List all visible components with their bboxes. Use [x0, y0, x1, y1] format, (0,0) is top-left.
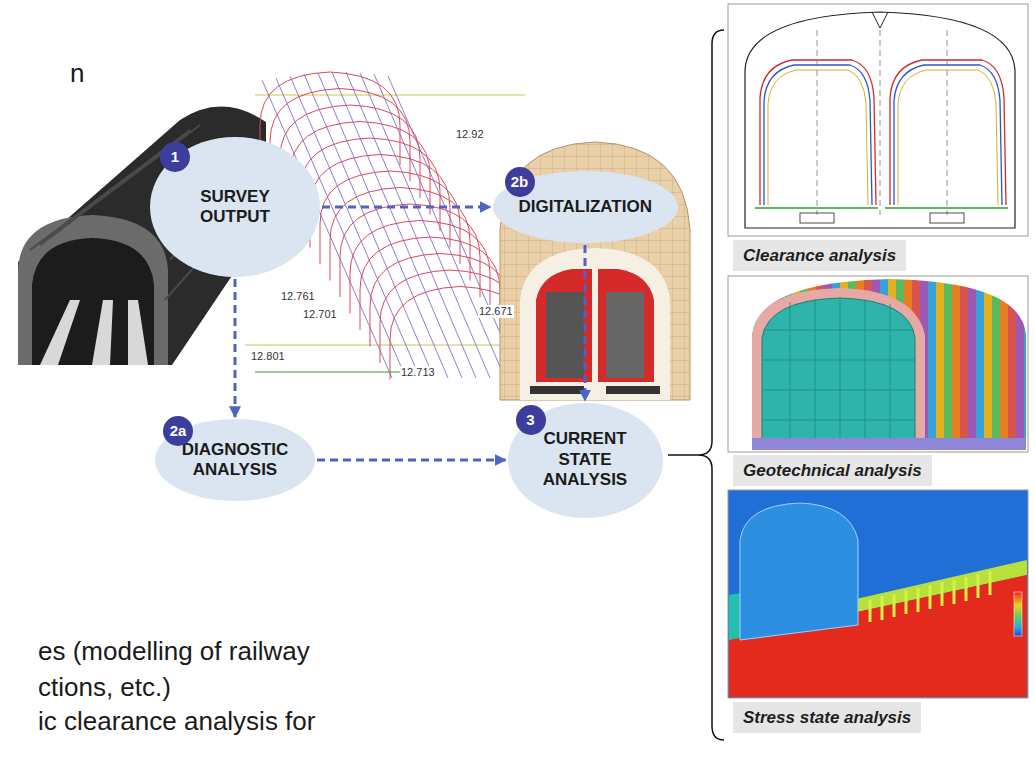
- survey-value: 12.701: [302, 308, 338, 321]
- lining-front: [752, 288, 925, 450]
- process-ellipse: 2aDIAGNOSTIC ANALYSIS: [155, 419, 315, 501]
- caption-box: Geotechnical analysis: [733, 455, 932, 486]
- panel-frame: [728, 4, 1028, 236]
- geotechnical-model: [728, 276, 1028, 452]
- track: [92, 300, 113, 365]
- sleeper: [800, 213, 834, 223]
- tunnel-face: [762, 298, 915, 448]
- color-scale: [1014, 592, 1022, 636]
- callout-number: 3: [516, 405, 546, 435]
- slide-text: n: [70, 58, 84, 89]
- sleeper: [930, 213, 964, 223]
- train-block: [546, 292, 584, 378]
- process-ellipse: 3CURRENT STATE ANALYSIS: [508, 403, 663, 518]
- node-label: SURVEY OUTPUT: [174, 187, 296, 228]
- survey-value: 12.761: [280, 290, 316, 303]
- callout-number: 1: [160, 142, 190, 172]
- track-centerline: [817, 30, 947, 215]
- rail-base: [606, 386, 660, 394]
- survey-value: 12.92: [455, 128, 485, 141]
- node-label: DIAGNOSTIC ANALYSIS: [178, 440, 293, 481]
- clearance-profile: [885, 60, 1008, 208]
- callout-number: 2a: [163, 416, 193, 446]
- mesh-ring: [340, 204, 480, 297]
- tunnel-face: [740, 503, 858, 640]
- mesh-ring: [380, 270, 520, 363]
- survey-value: 12.671: [478, 305, 514, 318]
- dashed-arrow: [322, 206, 491, 209]
- clearance-drawing: [728, 4, 1028, 236]
- rail-base: [530, 386, 584, 394]
- panel-frame: [728, 490, 1028, 698]
- callout-number: 2b: [505, 167, 535, 197]
- clearance-envelope: [598, 269, 654, 382]
- mesh-ring: [350, 221, 490, 314]
- panel-frame: [728, 276, 1028, 452]
- node-label: CURRENT STATE ANALYSIS: [529, 429, 641, 490]
- ellipse-fill: [508, 403, 663, 518]
- node-label: DIGITALIZATION: [519, 197, 652, 217]
- mesh-ring: [370, 254, 510, 347]
- clearance-profile: [755, 60, 878, 208]
- caption-box: Stress state analysis: [733, 702, 921, 733]
- tunnel-outline: [745, 12, 1015, 228]
- mesh-floor: [255, 371, 400, 372]
- bracket-stem: [668, 454, 698, 456]
- caption-label: Clearance analysis: [743, 245, 896, 266]
- tunnel-opening: [32, 238, 154, 365]
- tunnel-face: [18, 215, 168, 365]
- slide-text: ctions, etc.): [38, 672, 171, 703]
- crown-notch: [872, 12, 888, 28]
- bracket: [698, 30, 724, 740]
- caption-label: Stress state analysis: [743, 707, 911, 728]
- face-mesh: [762, 298, 915, 448]
- dashed-arrow: [234, 279, 237, 417]
- caption-label: Geotechnical analysis: [743, 460, 922, 481]
- train-block: [606, 292, 644, 378]
- mesh-ring: [330, 188, 470, 281]
- dashed-arrow: [317, 459, 506, 462]
- caption-box: Clearance analysis: [733, 240, 906, 271]
- model-opening: [520, 248, 670, 400]
- process-ellipse: 1SURVEY OUTPUT: [150, 137, 320, 277]
- stress-streaks: [870, 571, 990, 622]
- dashed-arrow: [584, 245, 587, 401]
- slide-text: es (modelling of railway: [38, 636, 310, 667]
- slide-text: ic clearance analysis for: [38, 706, 315, 737]
- track: [40, 300, 80, 365]
- mesh-ring: [310, 155, 450, 248]
- lining-rings: [752, 278, 1028, 452]
- stress-contour: [728, 490, 1028, 698]
- mesh-ring: [320, 171, 460, 264]
- process-ellipse: 2bDIGITALIZATION: [493, 171, 678, 243]
- survey-value: 12.801: [250, 350, 286, 363]
- invert: [752, 438, 1028, 450]
- survey-value: 12.713: [400, 366, 436, 379]
- model-clip: [752, 278, 1028, 452]
- mesh-ring: [300, 138, 440, 231]
- ellipse-fill: [150, 137, 320, 277]
- track: [128, 300, 148, 365]
